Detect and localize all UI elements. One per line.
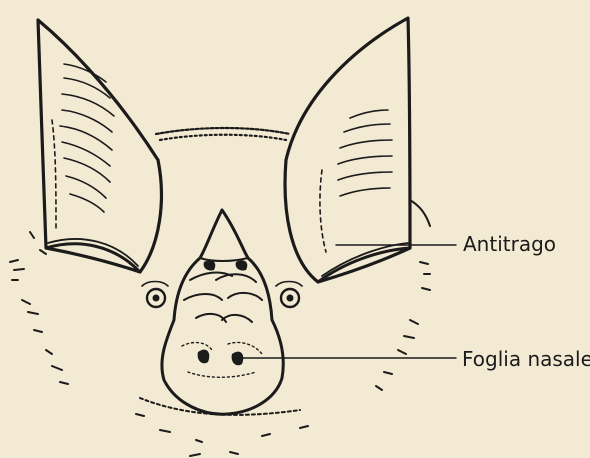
right-ear [285,18,430,282]
head-fur [156,128,290,140]
antitragus-label: Antitrago [463,234,556,254]
left-ear [38,20,161,272]
left-eye [142,282,168,308]
nose-leaf-label: Foglia nasale [462,349,590,369]
nose-leaf [162,210,283,414]
chin-fur [136,398,308,456]
right-eye [276,282,302,308]
